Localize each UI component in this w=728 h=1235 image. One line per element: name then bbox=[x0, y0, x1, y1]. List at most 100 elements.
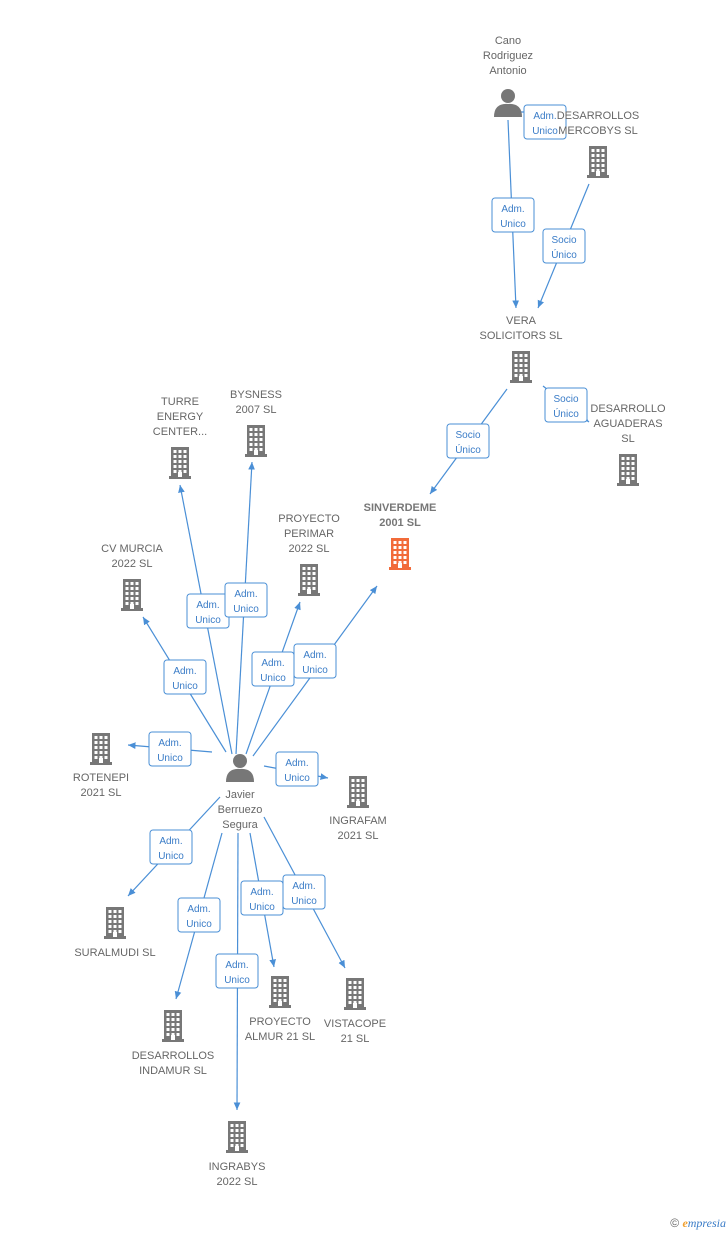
node-label: Berruezo bbox=[218, 804, 263, 816]
edge-role-badge[interactable]: Adm.Unico bbox=[186, 593, 230, 629]
badge-text: Unico bbox=[186, 919, 212, 930]
edge-role-badge[interactable]: Adm.Unico bbox=[293, 643, 337, 679]
badge-box bbox=[544, 387, 588, 423]
badge-text: Socio bbox=[553, 394, 578, 405]
node-label: 2022 SL bbox=[112, 558, 153, 570]
building-icon bbox=[121, 579, 143, 611]
node-label: CENTER... bbox=[153, 426, 207, 438]
node-sinverdeme[interactable]: SINVERDEME 2001 SL bbox=[364, 502, 437, 570]
badge-box bbox=[163, 659, 207, 695]
node-label: INDAMUR SL bbox=[139, 1065, 207, 1077]
badge-text: Adm. bbox=[187, 904, 210, 915]
badge-text: Unico bbox=[500, 219, 526, 230]
edge-role-badge[interactable]: Adm.Unico bbox=[224, 582, 268, 618]
badge-box bbox=[275, 751, 319, 787]
edge-role-badge[interactable]: Adm.Unico bbox=[491, 197, 535, 233]
badge-text: Adm. bbox=[225, 960, 248, 971]
badge-text: Unico bbox=[157, 753, 183, 764]
badge-box bbox=[491, 197, 535, 233]
node-turre[interactable]: TURRE ENERGY CENTER... bbox=[153, 396, 207, 479]
node-label: ENERGY bbox=[157, 411, 204, 423]
node-label: ALMUR 21 SL bbox=[245, 1031, 315, 1043]
node-label: SURALMUDI SL bbox=[74, 947, 155, 959]
badge-text: Unico bbox=[284, 773, 310, 784]
node-suralmudi[interactable]: SURALMUDI SL bbox=[74, 907, 156, 959]
brand-logo: empresia bbox=[682, 1216, 726, 1230]
badge-text: Unico bbox=[532, 126, 558, 137]
building-icon bbox=[226, 1121, 248, 1153]
badge-box bbox=[215, 953, 259, 989]
node-label: INGRABYS bbox=[209, 1161, 266, 1173]
edge-role-badge[interactable]: Adm.Unico bbox=[282, 874, 326, 910]
node-label: 2021 SL bbox=[338, 830, 379, 842]
badge-box bbox=[293, 643, 337, 679]
edge-role-badge[interactable]: Adm.Unico bbox=[163, 659, 207, 695]
edge-role-badge[interactable]: Adm. Unico bbox=[177, 897, 221, 933]
badge-text: Adm. bbox=[261, 658, 284, 669]
building-icon bbox=[617, 454, 639, 486]
node-label: 2021 SL bbox=[81, 787, 122, 799]
footer-brand[interactable]: © empresia bbox=[670, 1216, 726, 1231]
person-icon bbox=[494, 89, 522, 117]
building-icon bbox=[245, 425, 267, 457]
edge-role-badge[interactable]: Adm.Unico bbox=[523, 104, 567, 140]
edge-role-badge[interactable]: Adm.Unico bbox=[148, 731, 192, 767]
node-label: Javier bbox=[225, 789, 255, 801]
building-icon bbox=[347, 776, 369, 808]
node-label: DESARROLLOS bbox=[132, 1050, 215, 1062]
node-label: 2022 SL bbox=[289, 543, 330, 555]
node-label: TURRE bbox=[161, 396, 199, 408]
node-label: Cano bbox=[495, 35, 521, 47]
node-label: SINVERDEME bbox=[364, 502, 437, 514]
node-label: VERA bbox=[506, 315, 537, 327]
badge-box bbox=[224, 582, 268, 618]
edge-role-badge[interactable]: Adm.Unico bbox=[215, 953, 259, 989]
building-icon bbox=[344, 978, 366, 1010]
node-label: ROTENEPI bbox=[73, 772, 129, 784]
badge-text: Socio bbox=[455, 430, 480, 441]
badge-text: Unico bbox=[195, 615, 221, 626]
node-label: PROYECTO bbox=[278, 513, 340, 525]
node-label: 2007 SL bbox=[236, 404, 277, 416]
node-rotenepi[interactable]: ROTENEPI 2021 SL bbox=[73, 733, 129, 799]
building-icon bbox=[510, 351, 532, 383]
badge-box bbox=[148, 731, 192, 767]
building-icon bbox=[587, 146, 609, 178]
node-desarrollos-indamur[interactable]: DESARROLLOS INDAMUR SL bbox=[132, 1010, 215, 1077]
building-icon bbox=[298, 564, 320, 596]
node-proyecto-almur[interactable]: PROYECTO ALMUR 21 SL bbox=[245, 976, 315, 1043]
badge-box bbox=[149, 829, 193, 865]
node-label: 2001 SL bbox=[379, 517, 421, 529]
node-label: Segura bbox=[222, 819, 258, 831]
badge-text: Adm. bbox=[159, 836, 182, 847]
badge-text: Único bbox=[551, 248, 577, 261]
edge-role-badge[interactable]: Adm.Unico bbox=[149, 829, 193, 865]
building-icon bbox=[162, 1010, 184, 1042]
node-label: Rodriguez bbox=[483, 50, 533, 62]
edge-role-badge[interactable]: Adm.Unico bbox=[240, 880, 284, 916]
edge-role-badge[interactable]: Adm. Unico bbox=[251, 651, 295, 687]
badge-text: Único bbox=[455, 443, 481, 456]
node-label: PROYECTO bbox=[249, 1016, 311, 1028]
node-label: DESARROLLOS bbox=[557, 110, 640, 122]
person-icon bbox=[226, 754, 254, 782]
building-icon bbox=[104, 907, 126, 939]
badge-text: Unico bbox=[260, 673, 286, 684]
node-label: VISTACOPE bbox=[324, 1018, 386, 1030]
badge-text: Unico bbox=[291, 896, 317, 907]
edge-role-badge[interactable]: Adm.Unico bbox=[275, 751, 319, 787]
